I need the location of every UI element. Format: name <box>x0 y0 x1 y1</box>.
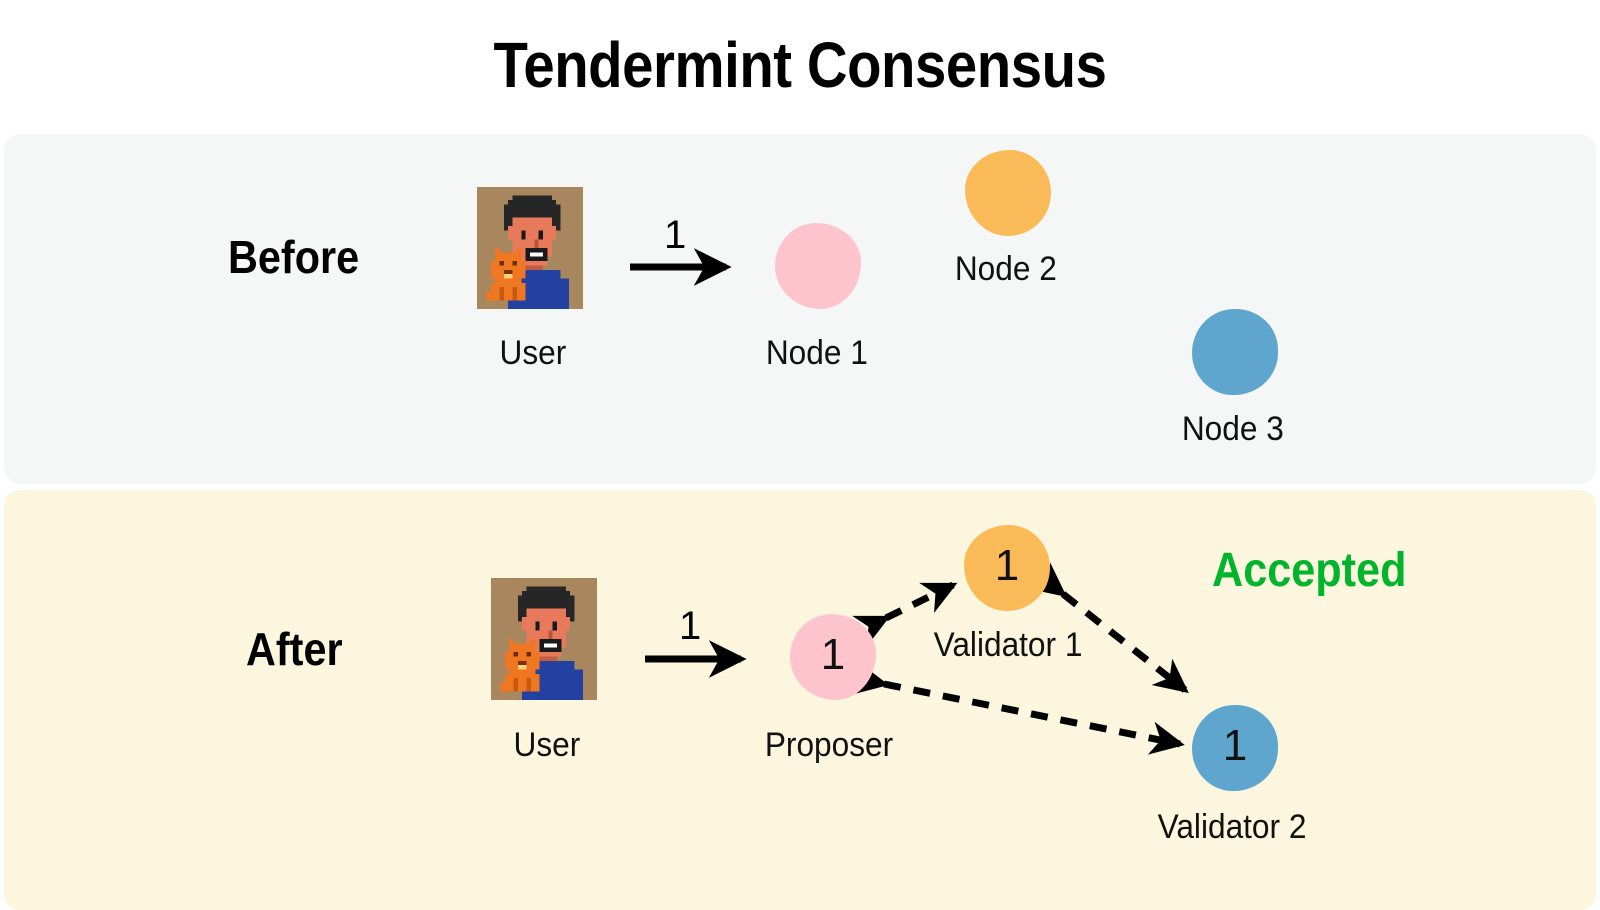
after-panel <box>4 490 1596 910</box>
page-title: Tendermint Consensus <box>493 29 1107 101</box>
validator-1-blob[interactable]: 1 <box>964 525 1050 611</box>
caption-proposer: Proposer <box>764 726 894 764</box>
proposer-blob[interactable]: 1 <box>790 614 876 700</box>
caption-user-before: User <box>499 334 567 372</box>
before-panel <box>4 134 1596 484</box>
validator-2-value: 1 <box>1222 721 1248 770</box>
validator-2-blob[interactable]: 1 <box>1192 705 1278 791</box>
stage-label-after: After <box>246 623 343 675</box>
pixel-avatar-icon <box>477 187 583 309</box>
flow-arrow-label-before: 1 <box>664 213 687 257</box>
flow-arrow-label-after: 1 <box>679 604 702 648</box>
caption-user-after: User <box>513 726 581 764</box>
caption-node-2: Node 2 <box>954 250 1057 288</box>
stage-label-before: Before <box>228 231 360 283</box>
caption-validator-2: Validator 2 <box>1157 808 1307 846</box>
node-2-blob[interactable] <box>965 150 1051 236</box>
caption-node-3: Node 3 <box>1181 410 1284 448</box>
validator-1-value: 1 <box>994 541 1020 590</box>
caption-node-1: Node 1 <box>765 334 868 372</box>
node-1-blob[interactable] <box>775 223 861 309</box>
caption-validator-1: Validator 1 <box>933 626 1083 664</box>
pixel-avatar-icon <box>491 578 597 700</box>
status-badge-accepted: Accepted <box>1212 544 1407 597</box>
node-3-blob[interactable] <box>1192 309 1278 395</box>
proposer-value: 1 <box>820 630 846 679</box>
